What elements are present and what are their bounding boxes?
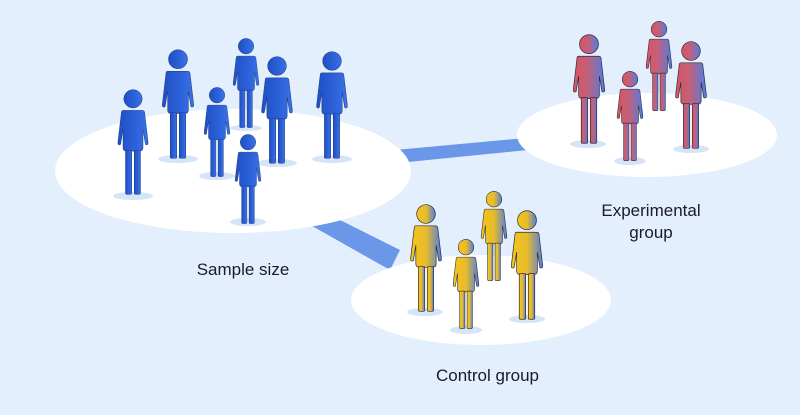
figure-shadows — [113, 125, 709, 334]
platform-sample — [55, 109, 411, 233]
platform-experimental — [517, 93, 777, 177]
control-group-label: Control group — [435, 366, 539, 385]
sample-size-label: Sample size — [196, 260, 290, 279]
experimental-group-label: Experimental group — [601, 201, 701, 242]
platform-control — [351, 255, 611, 345]
connector-sample-to-control — [305, 215, 400, 270]
connector-sample-to-experimental — [395, 138, 528, 163]
